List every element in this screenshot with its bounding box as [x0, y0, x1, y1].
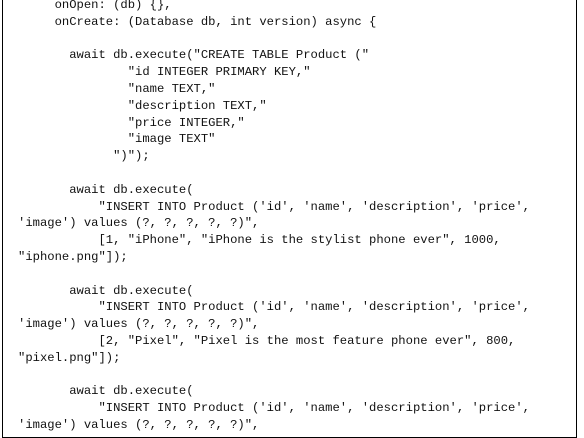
code-line: ")"); [18, 149, 150, 164]
code-line [18, 266, 530, 283]
code-line: "name TEXT," [18, 81, 216, 96]
code-line [18, 367, 530, 384]
code-line: 'image') values (?, ?, ?, ?, ?)", [18, 417, 260, 432]
code-line: onOpen: (db) {}, [18, 0, 172, 12]
code-line: "pixel.png"]); [18, 350, 121, 365]
code-line: "price INTEGER," [18, 115, 245, 130]
code-line: [1, "iPhone", "iPhone is the stylist pho… [18, 233, 501, 248]
code-line: "image TEXT" [18, 132, 216, 147]
code-line: 'image') values (?, ?, ?, ?, ?)", [18, 216, 260, 231]
code-line: "INSERT INTO Product ('id', 'name', 'des… [18, 300, 530, 315]
code-line: "INSERT INTO Product ('id', 'name', 'des… [18, 199, 530, 214]
code-line [18, 165, 530, 182]
code-line: 'image') values (?, ?, ?, ?, ?)", [18, 317, 260, 332]
code-block: onOpen: (db) {}, onCreate: (Database db,… [18, 0, 530, 434]
code-line: "iphone.png"]); [18, 249, 128, 264]
code-line [18, 31, 530, 48]
code-line: await db.execute( [18, 384, 194, 399]
code-line: "id INTEGER PRIMARY KEY," [18, 65, 311, 80]
code-line: await db.execute("CREATE TABLE Product (… [18, 48, 370, 63]
code-line: "description TEXT," [18, 98, 267, 113]
code-line: await db.execute( [18, 283, 194, 298]
code-line: "INSERT INTO Product ('id', 'name', 'des… [18, 401, 530, 416]
code-line: onCreate: (Database db, int version) asy… [18, 14, 377, 29]
code-line: [2, "Pixel", "Pixel is the most feature … [18, 333, 516, 348]
code-line: await db.execute( [18, 182, 194, 197]
